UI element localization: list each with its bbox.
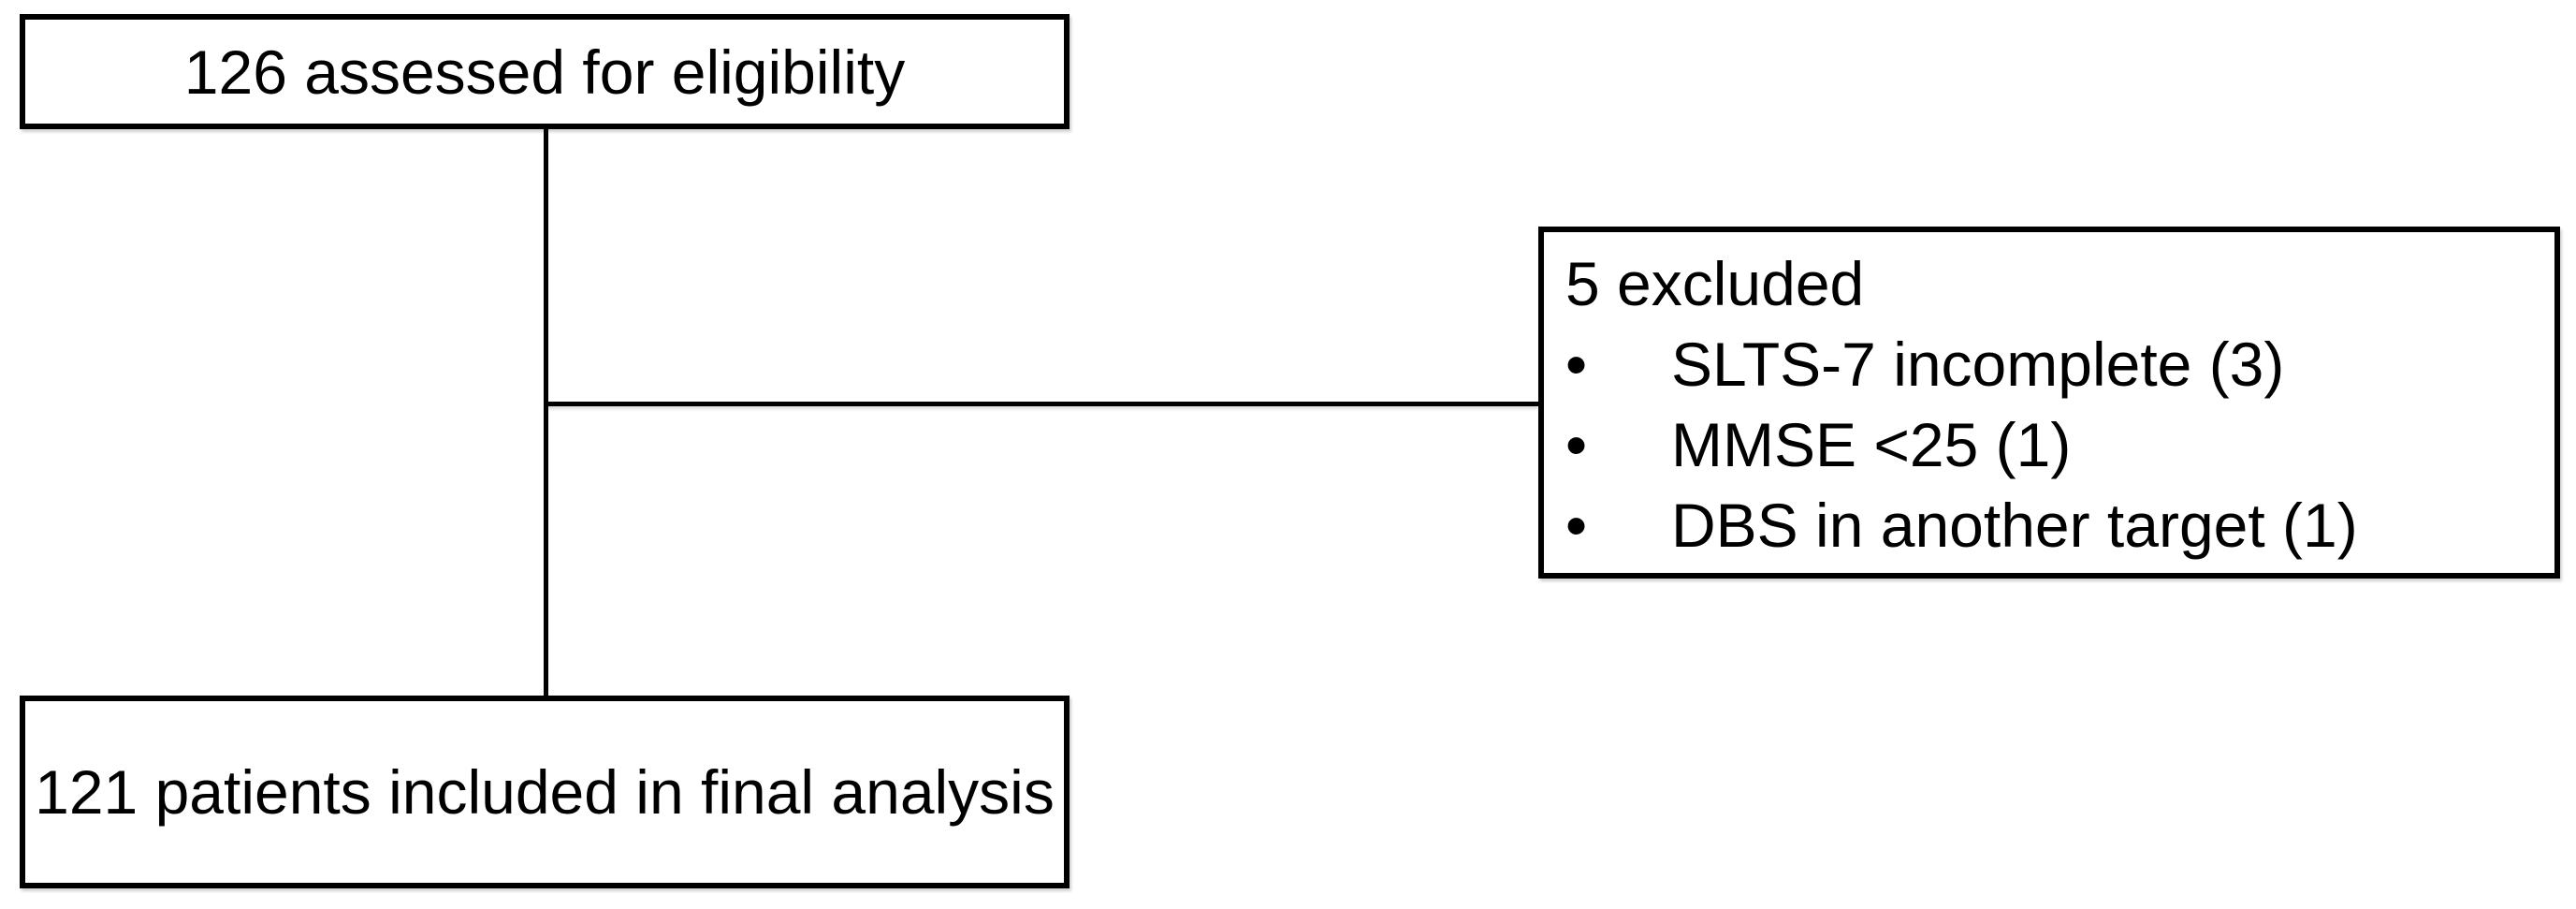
excluded-reason-item: • DBS in another target (1) (1565, 485, 2536, 565)
vertical-connector-line (544, 129, 548, 696)
excluded-reason-label: MMSE <25 (1) (1671, 410, 2072, 479)
excluded-reason-label: DBS in another target (1) (1671, 491, 2358, 560)
bullet-icon: • (1565, 410, 1588, 479)
horizontal-branch-line (546, 402, 1538, 406)
bullet-icon: • (1565, 330, 1588, 399)
excluded-box: 5 excluded • SLTS-7 incomplete (3) • MMS… (1538, 227, 2560, 579)
excluded-reasons-list: • SLTS-7 incomplete (3) • MMSE <25 (1) •… (1565, 324, 2536, 565)
included-final-analysis-label: 121 patients included in final analysis (35, 757, 1055, 827)
bullet-icon: • (1565, 491, 1588, 560)
included-final-analysis-box: 121 patients included in final analysis (20, 696, 1070, 888)
assessed-eligibility-label: 126 assessed for eligibility (183, 37, 906, 107)
excluded-reason-label: SLTS-7 incomplete (3) (1671, 330, 2285, 399)
assessed-eligibility-box: 126 assessed for eligibility (20, 14, 1070, 129)
excluded-title: 5 excluded (1565, 249, 1865, 318)
excluded-reason-item: • SLTS-7 incomplete (3) (1565, 324, 2536, 404)
excluded-reason-item: • MMSE <25 (1) (1565, 404, 2536, 485)
